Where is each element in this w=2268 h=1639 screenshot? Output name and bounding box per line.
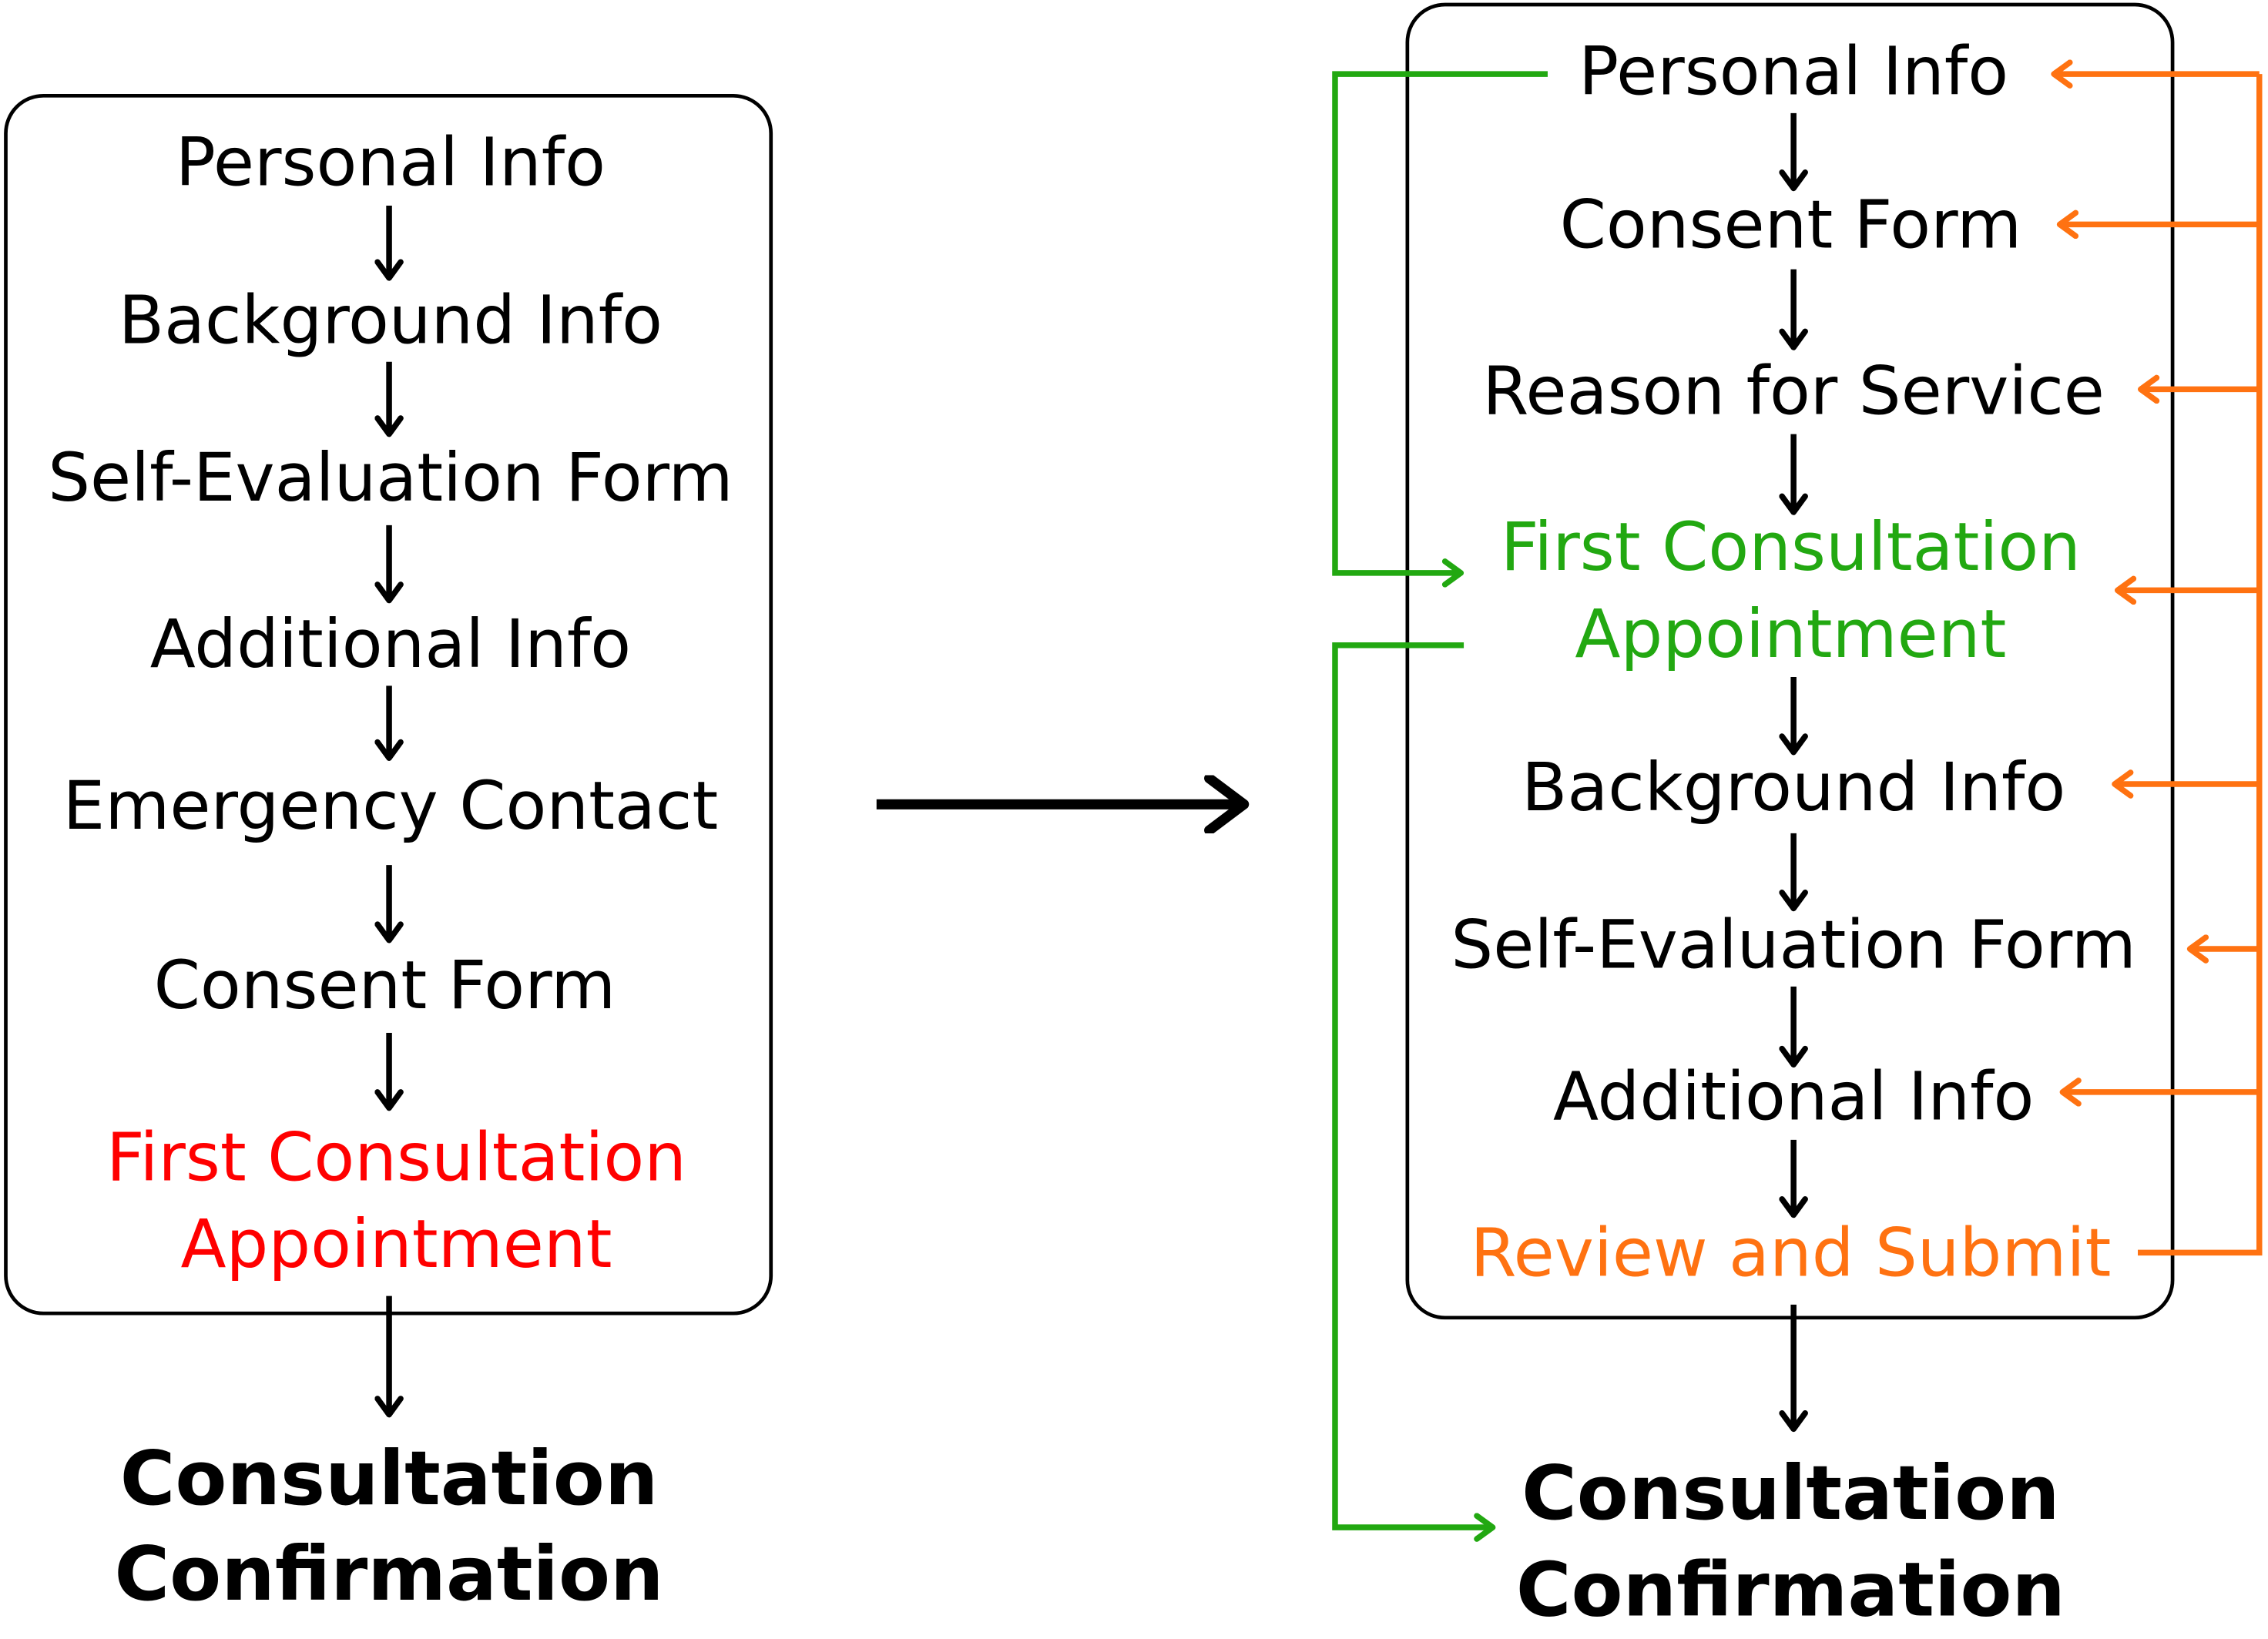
after-moved-step: Appointment — [1575, 596, 2006, 673]
before-step: Self-Evaluation Form — [48, 440, 733, 517]
after-moved-step: First Consultation — [1501, 509, 2081, 586]
after-step: Personal Info — [1579, 33, 2008, 110]
green-link-personal-to-appointment — [1332, 71, 1548, 588]
after-container — [1405, 2, 2175, 1320]
before-step: Additional Info — [150, 606, 631, 683]
orange-bus — [2138, 74, 2263, 1256]
after-final: Confirmation — [1516, 1547, 2065, 1634]
green-link-appointment-to-confirmation — [1332, 642, 1496, 1542]
after-step: Reason for Service — [1482, 353, 2105, 430]
before-final: Consultation — [120, 1435, 659, 1523]
after-flow: Personal Info Consent Form Reason for Se… — [1332, 2, 2263, 1634]
after-step: Self-Evaluation Form — [1451, 907, 2135, 984]
before-final: Confirmation — [115, 1530, 664, 1618]
before-flow: Personal Info Background Info Self-Evalu… — [4, 93, 773, 1618]
before-step: Background Info — [119, 282, 663, 359]
after-step: Additional Info — [1553, 1059, 2034, 1136]
before-step: Consent Form — [154, 947, 616, 1024]
before-removed-step: First Consultation — [106, 1119, 686, 1196]
after-final: Consultation — [1522, 1450, 2060, 1537]
before-removed-step: Appointment — [180, 1206, 612, 1283]
after-review-step: Review and Submit — [1470, 1215, 2111, 1292]
before-step: Emergency Contact — [63, 768, 719, 845]
after-step: Background Info — [1522, 749, 2065, 826]
before-step: Personal Info — [176, 125, 606, 202]
after-step: Consent Form — [1560, 186, 2022, 263]
